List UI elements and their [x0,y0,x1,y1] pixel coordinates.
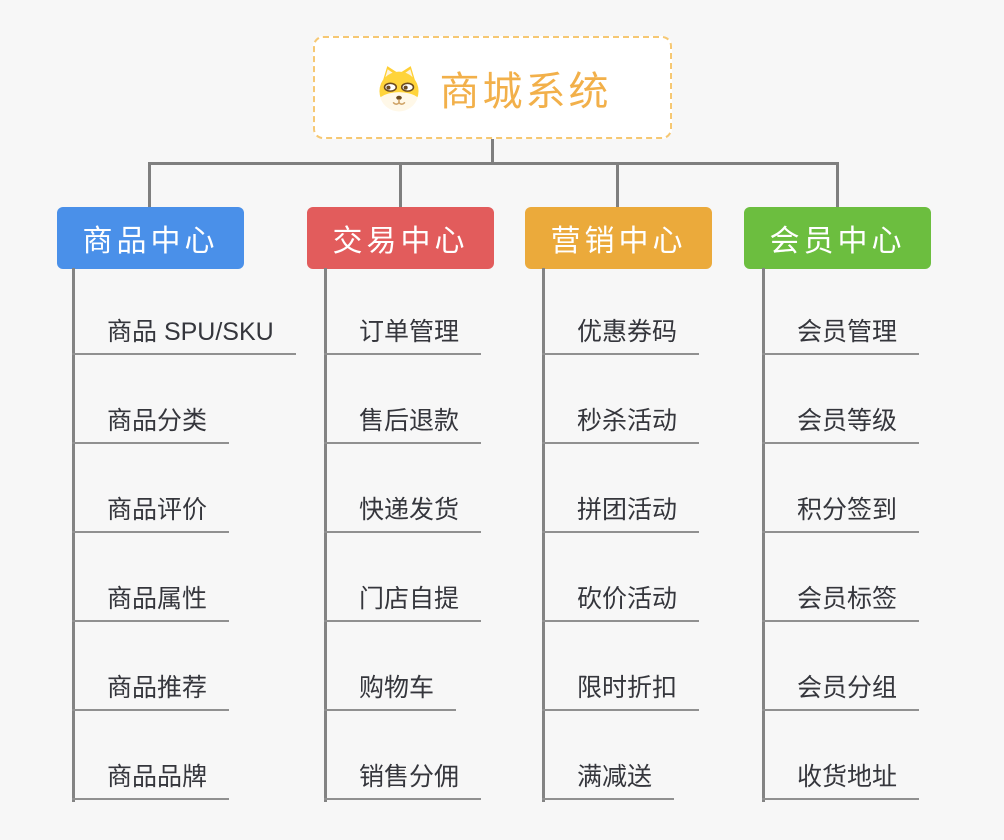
root-node-mall-system[interactable]: 商城系统 [313,36,672,139]
child-node-product-attribute[interactable]: 商品属性 [72,586,230,622]
child-node-product-review[interactable]: 商品评价 [72,497,230,533]
child-node-express-shipping[interactable]: 快递发货 [324,497,482,533]
connector-trunk-trade [324,268,327,802]
branch-node-product-center[interactable]: 商品中心 [57,207,244,269]
child-node-shopping-cart[interactable]: 购物车 [324,675,457,711]
child-node-group-buy[interactable]: 拼团活动 [542,497,700,533]
child-node-bargain-activity[interactable]: 砍价活动 [542,586,700,622]
connector-stem-product [148,162,151,209]
connector-trunk-marketing [542,268,545,802]
connector-root-stem [491,139,494,164]
connector-trunk-member [762,268,765,802]
branch-node-trade-center[interactable]: 交易中心 [307,207,494,269]
dog-face-icon [378,65,419,111]
child-node-member-management[interactable]: 会员管理 [762,319,920,355]
child-node-product-recommend[interactable]: 商品推荐 [72,675,230,711]
child-node-product-spu-sku[interactable]: 商品 SPU/SKU [72,319,296,355]
child-node-product-category[interactable]: 商品分类 [72,408,230,444]
connector-stem-member [836,162,839,209]
child-node-points-checkin[interactable]: 积分签到 [762,497,920,533]
child-node-coupon-code[interactable]: 优惠券码 [542,319,700,355]
child-node-store-pickup[interactable]: 门店自提 [324,586,482,622]
child-node-member-group[interactable]: 会员分组 [762,675,920,711]
child-node-full-reduction[interactable]: 满减送 [542,764,675,800]
child-node-flash-sale[interactable]: 秒杀活动 [542,408,700,444]
connector-stem-marketing [616,162,619,209]
connector-trunk-product [72,268,75,802]
connector-horizontal-bar [148,162,839,165]
connector-stem-trade [399,162,402,209]
child-node-aftersale-refund[interactable]: 售后退款 [324,408,482,444]
child-node-limited-time-discount[interactable]: 限时折扣 [542,675,700,711]
branch-node-member-center[interactable]: 会员中心 [744,207,931,269]
child-node-shipping-address[interactable]: 收货地址 [762,764,920,800]
child-node-sales-commission[interactable]: 销售分佣 [324,764,482,800]
child-node-member-level[interactable]: 会员等级 [762,408,920,444]
child-node-member-tag[interactable]: 会员标签 [762,586,920,622]
child-node-order-management[interactable]: 订单管理 [324,319,482,355]
branch-node-marketing-center[interactable]: 营销中心 [525,207,712,269]
child-node-product-brand[interactable]: 商品品牌 [72,764,230,800]
root-title: 商城系统 [439,69,612,114]
